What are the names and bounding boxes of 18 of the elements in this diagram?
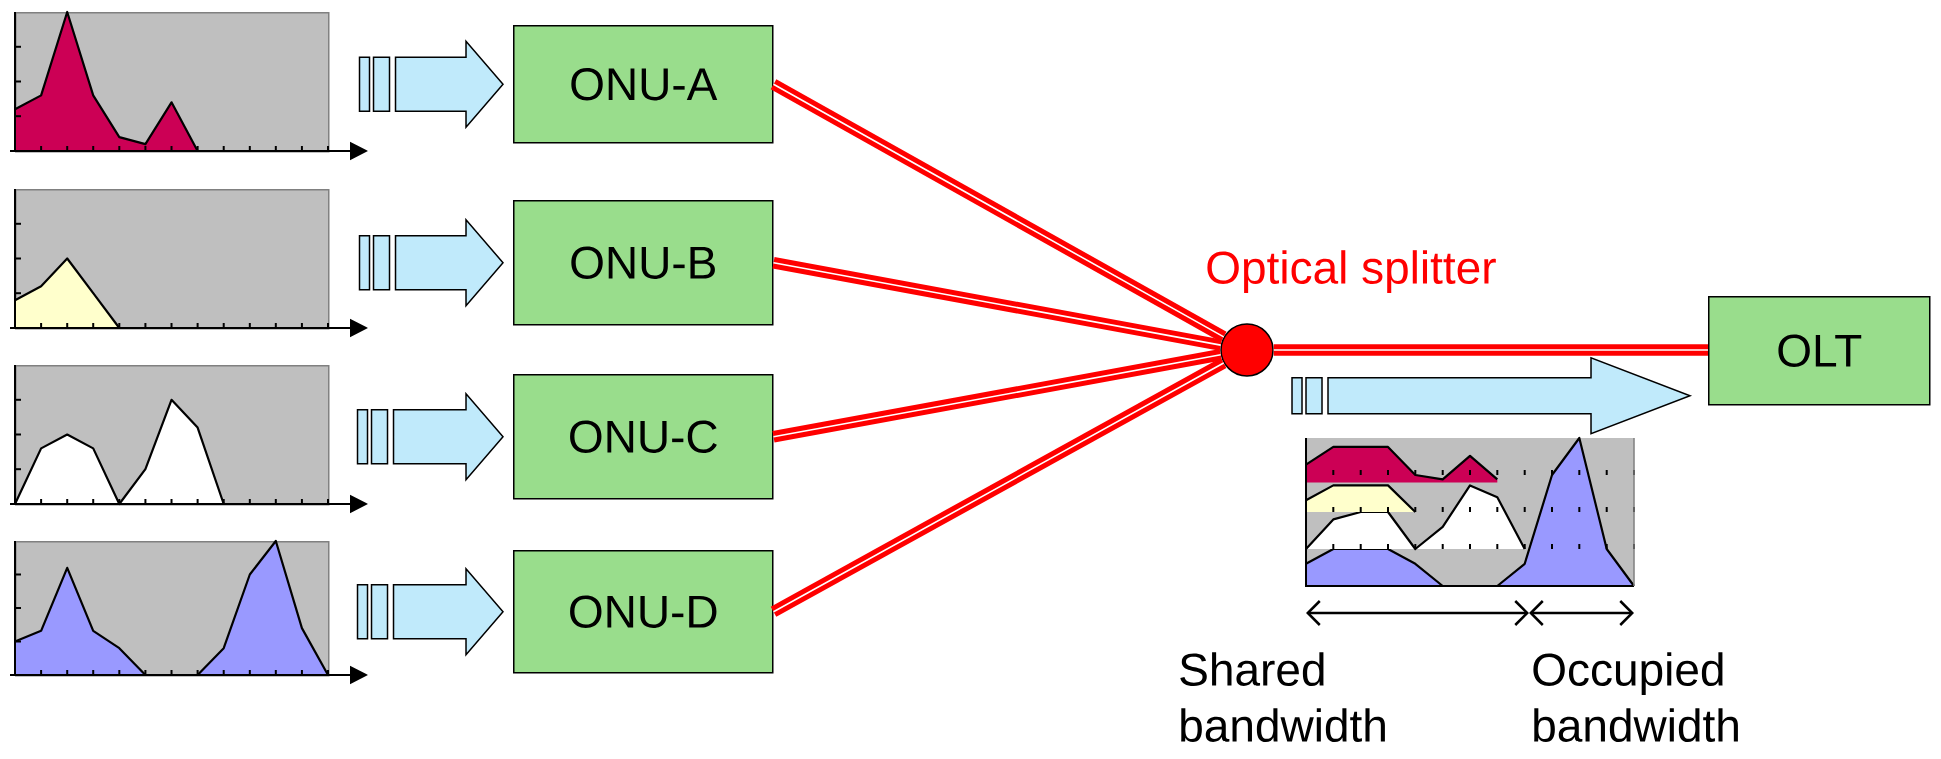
process-box: ONU-B (513, 200, 774, 326)
fiber-line (772, 257, 1222, 351)
block-arrow (356, 566, 504, 657)
fiber-line (1272, 344, 1709, 356)
block-arrow (356, 391, 504, 482)
fiber-line (770, 79, 1227, 342)
process-box: ONU-C (513, 374, 774, 500)
process-box: OLT (1708, 296, 1931, 406)
block-arrow (358, 217, 504, 308)
process-box: ONU-A (513, 25, 774, 144)
fiber-line (770, 357, 1227, 617)
axis-label: Shared bandwidth (1180, 652, 1385, 742)
fiber-line (772, 349, 1222, 443)
block-arrow (1291, 356, 1693, 435)
process-box: ONU-D (513, 550, 774, 674)
splitter-label: Optical splitter (1207, 250, 1496, 294)
block-arrow (358, 39, 504, 130)
axis-label: Occupied bandwidth (1533, 652, 1738, 742)
